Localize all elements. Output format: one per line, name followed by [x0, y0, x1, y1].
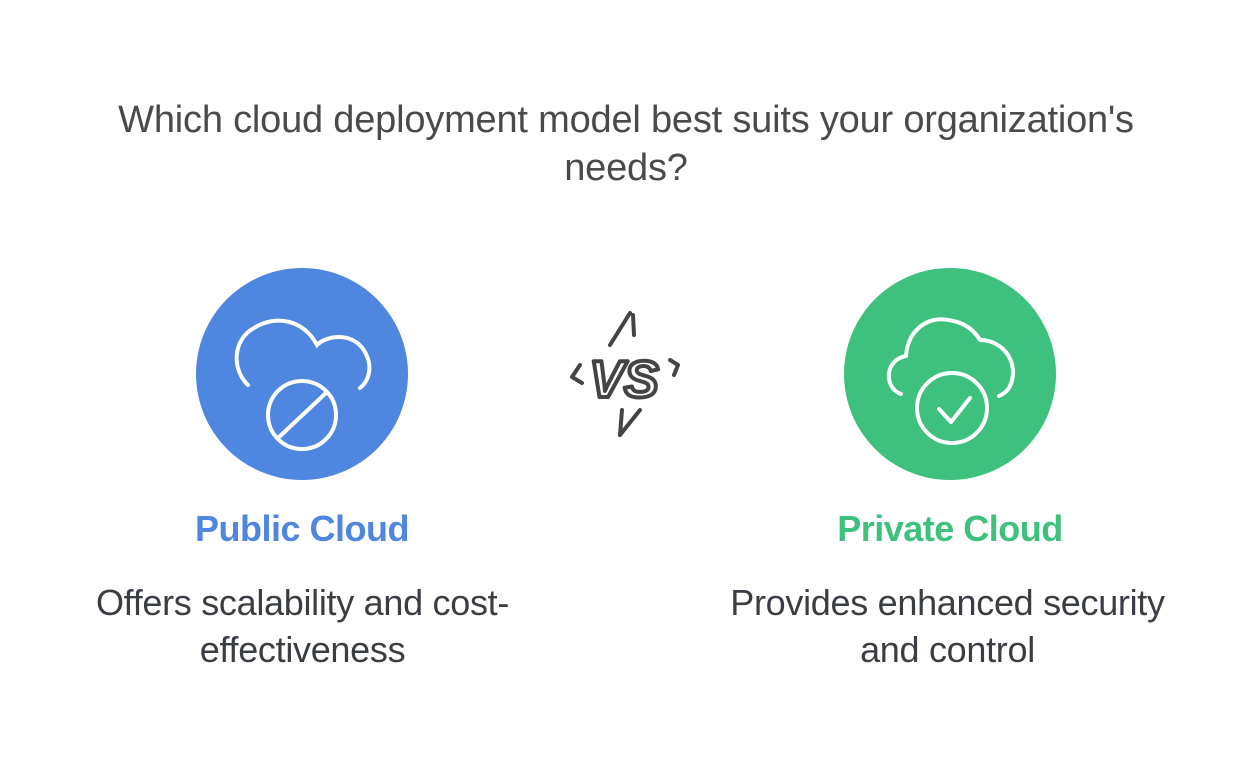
private-cloud-badge [844, 268, 1056, 480]
public-cloud-badge [196, 268, 408, 480]
title-line-2: needs? [564, 147, 688, 189]
description-line-2: and control [860, 629, 1035, 670]
private-cloud-heading: Private Cloud [837, 508, 1063, 549]
title-line-1: Which cloud deployment model best suits … [118, 99, 1134, 141]
public-cloud-description: Offers scalability and cost- effectivene… [40, 579, 565, 673]
description-line-1: Provides enhanced security [730, 582, 1165, 623]
versus-icon: VS [570, 311, 680, 437]
versus-separator: VS [560, 305, 690, 445]
public-cloud-heading: Public Cloud [195, 508, 410, 549]
cloud-with-checkmark-icon [886, 317, 1016, 445]
cloud-with-prohibited-sign-icon [234, 318, 372, 451]
description-line-1: Offers scalability and cost- [95, 582, 510, 623]
svg-text:VS: VS [589, 351, 659, 409]
description-line-2: effectiveness [199, 629, 406, 670]
private-cloud-description: Provides enhanced security and control [690, 579, 1205, 673]
diagram-title: Which cloud deployment model best suits … [0, 96, 1252, 192]
